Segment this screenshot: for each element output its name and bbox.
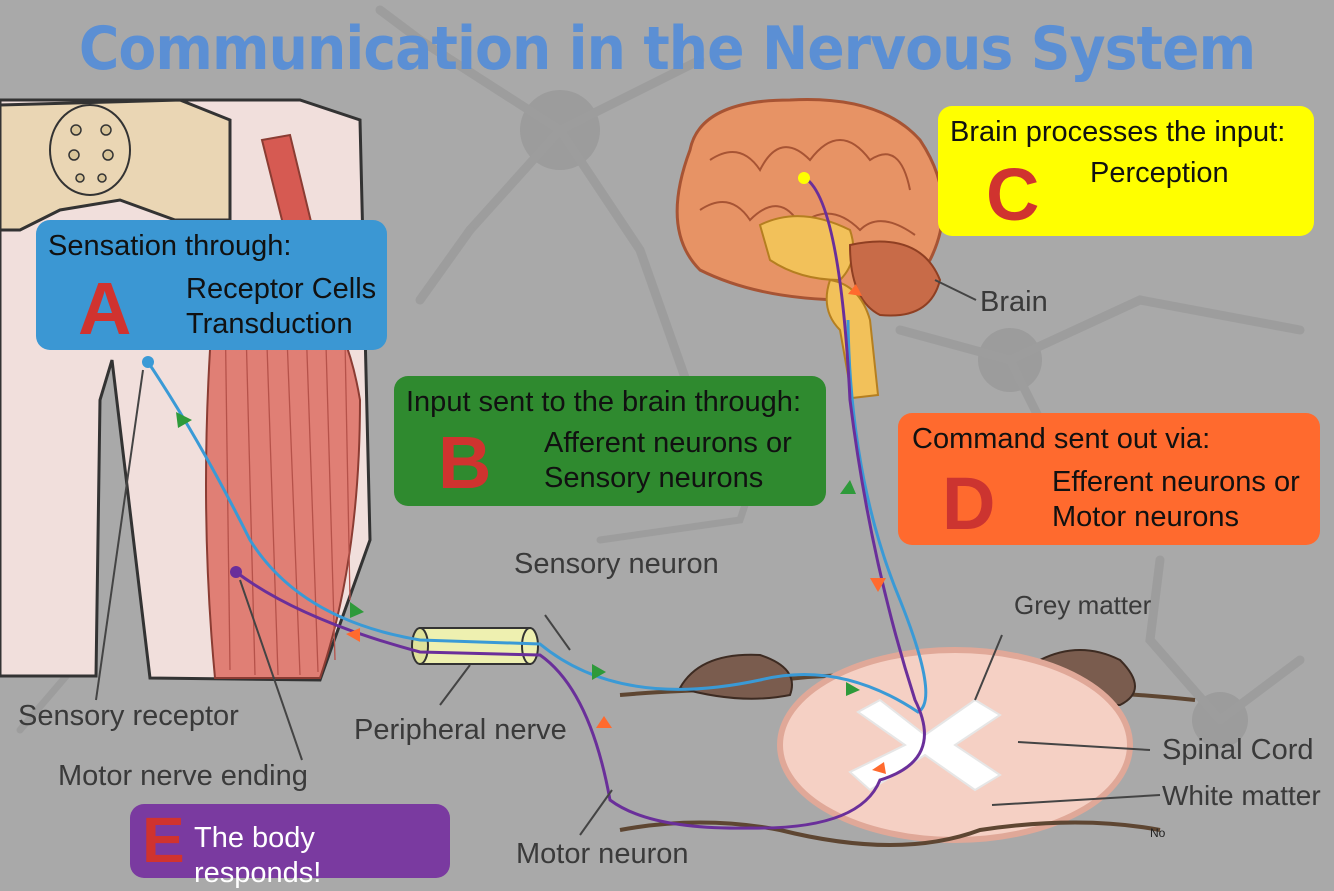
input-heading: Input sent to the brain through: [406,386,801,418]
leg-illustration [0,98,372,682]
command-desc: Efferent neurons or Motor neurons [1052,465,1300,535]
command-box: Command sent out via: D Efferent neurons… [898,413,1320,545]
sensory-receptor-label: Sensory receptor [18,700,239,732]
motor-nerve-ending-label: Motor nerve ending [58,760,308,792]
sensory-receptor-dot [142,356,154,368]
grey-matter-label: Grey matter [1014,590,1152,620]
command-heading: Command sent out via: [912,423,1211,455]
response-box: E The body responds! [130,804,450,889]
input-box: Input sent to the brain through: B Affer… [394,376,826,506]
sensation-heading: Sensation through: [48,230,292,262]
sensation-line-2: Transduction [186,308,353,340]
response-text: The body responds! [194,822,322,889]
spinal-cord-label: Spinal Cord [1162,734,1314,766]
sensation-line-1: Receptor Cells [186,273,377,305]
peripheral-nerve-illustration [411,627,539,665]
letter-e: E [142,804,185,876]
sensory-neuron-label: Sensory neuron [514,548,719,580]
motor-arrows [346,284,886,774]
diagram-title: Communication in the Nervous System [78,14,1256,84]
command-line-2: Motor neurons [1052,501,1239,533]
input-desc: Afferent neurons or Sensory neurons [544,426,792,496]
letter-b: B [438,421,492,504]
brain-perception-dot [798,172,810,184]
peripheral-nerve-label: Peripheral nerve [354,714,567,746]
sensation-desc: Receptor Cells Transduction [186,272,376,342]
perception-heading: Brain processes the input: [950,116,1286,148]
brain-label: Brain [980,286,1048,318]
spinal-cord-illustration [619,647,1196,847]
motor-nerve-ending-dot [230,566,242,578]
white-matter-label: White matter [1162,780,1321,811]
perception-box: Brain processes the input: C Perception [938,106,1314,236]
input-line-2: Sensory neurons [544,462,764,494]
letter-d: D [942,462,996,545]
motor-pathway [235,176,926,830]
letter-c: C [986,153,1040,236]
sensory-pathway [146,319,928,714]
command-line-1: Efferent neurons or [1052,466,1300,498]
letter-a: A [78,267,132,350]
brain-illustration [675,98,945,400]
perception-desc: Perception [1090,157,1229,189]
no-mark: No [1150,826,1166,840]
leader-lines [95,279,1161,836]
input-line-1: Afferent neurons or [544,427,792,459]
sensation-box: Sensation through: A Receptor Cells Tran… [36,220,387,350]
sensory-arrows [176,412,860,696]
motor-neuron-label: Motor neuron [516,838,689,870]
